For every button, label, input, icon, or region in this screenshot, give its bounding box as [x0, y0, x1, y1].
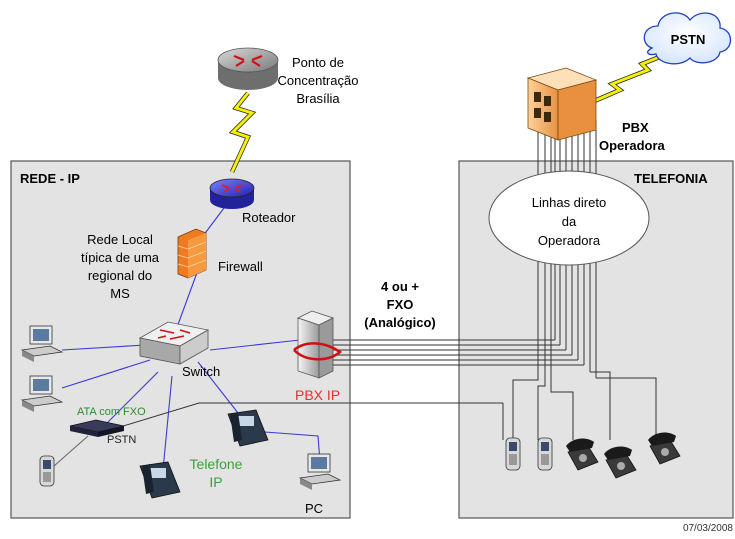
ponto-label-2: Concentração [278, 73, 359, 88]
lan-links [61, 199, 321, 471]
rede-local-label-3: regional do [88, 268, 152, 283]
firewall-label: Firewall [218, 259, 263, 274]
pc-icon [20, 375, 64, 412]
rede-local-label-2: típica de uma [81, 250, 160, 265]
ip-phone-icon [139, 461, 181, 499]
ata-label: ATA com FXO [77, 406, 146, 418]
switch-label: Switch [182, 364, 220, 379]
rede-local-label-1: Rede Local [87, 232, 153, 247]
fxo-lines [333, 339, 584, 366]
telefonia-title: TELEFONIA [634, 171, 708, 186]
fxo-label-2: FXO [387, 297, 414, 312]
pc-icon [20, 325, 64, 362]
pstn-cloud-label: PSTN [671, 32, 706, 47]
pc-label: PC [305, 501, 323, 516]
ata-mobile-link [53, 435, 89, 467]
ponto-label-3: Brasília [296, 91, 340, 106]
desk-phone-icon [648, 432, 681, 465]
linhas-label-3: Operadora [538, 233, 601, 248]
firewall-icon [177, 228, 207, 279]
fxo-label-3: (Analógico) [364, 315, 436, 330]
ip-phone-icon [227, 409, 269, 447]
rede-local-label-4: MS [110, 286, 130, 301]
rede-ip-title: REDE - IP [20, 171, 80, 186]
pbx-operadora-label-1: PBX [622, 120, 649, 135]
roteador-icon [209, 178, 255, 209]
pc-icon [298, 453, 342, 490]
roteador-label: Roteador [242, 210, 296, 225]
ata-device-icon [69, 419, 125, 437]
router-brasilia-icon [217, 47, 279, 90]
pstn-cloud-icon [643, 12, 732, 65]
desk-phone-icon [604, 446, 637, 479]
linhas-label-1: Linhas direto [532, 195, 606, 210]
mobile-phone-icon [39, 455, 55, 487]
fxo-label-1: 4 ou + [381, 279, 419, 294]
pbx-operadora-icon [526, 67, 598, 141]
linhas-direto-ellipse [488, 170, 650, 266]
linhas-label-2: da [562, 214, 577, 229]
telefone-ip-label-1: Telefone [190, 456, 243, 472]
mobile-phone-icon [505, 437, 521, 471]
ponto-label-1: Ponto de [292, 55, 344, 70]
diagram-date: 07/03/2008 [683, 523, 733, 534]
switch-icon [138, 321, 210, 365]
ata-pstn-label: PSTN [107, 434, 136, 446]
pbx-operadora-label-2: Operadora [599, 138, 666, 153]
pbx-ip-label: PBX IP [295, 387, 340, 403]
mobile-phone-icon [537, 437, 553, 471]
pbx-ip-icon [293, 310, 343, 379]
desk-phone-icon [566, 438, 599, 471]
telefone-ip-label-2: IP [209, 474, 222, 490]
ata-pstn-line [109, 402, 503, 431]
